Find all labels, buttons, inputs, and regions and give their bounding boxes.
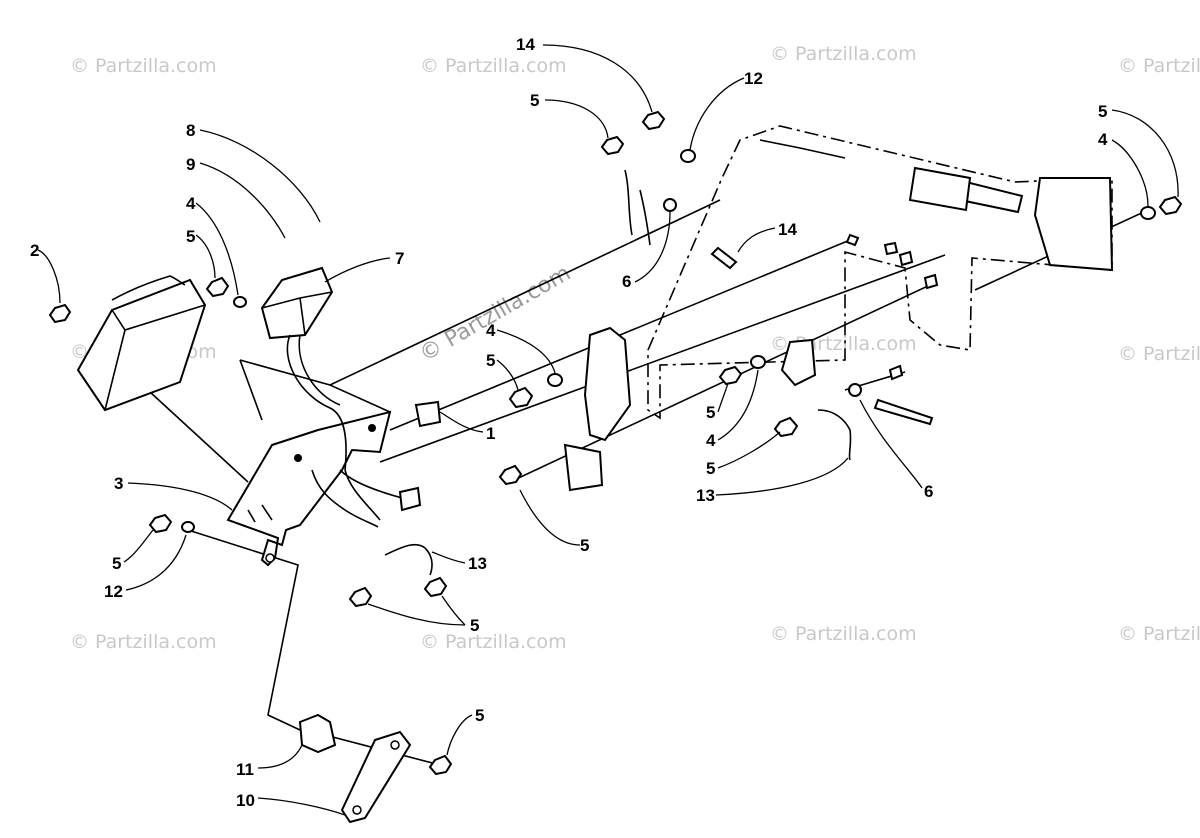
washer	[233, 296, 247, 308]
nut	[773, 416, 799, 438]
callout-4: 4	[486, 321, 496, 340]
watermark: © Partzilla.com	[770, 623, 917, 645]
bottom-components	[298, 713, 412, 824]
callout-13: 13	[468, 554, 487, 573]
nut	[205, 276, 230, 298]
nut	[641, 110, 666, 131]
watermark: © Partzilla.com	[70, 631, 217, 653]
wire-harness	[311, 469, 433, 576]
watermark: © Partzilla.com	[1118, 55, 1200, 77]
nut	[508, 386, 534, 409]
callout-14: 14	[516, 35, 535, 54]
stud	[888, 364, 904, 381]
washer	[181, 521, 195, 533]
callout-5: 5	[706, 459, 715, 478]
callout-10: 10	[236, 791, 255, 810]
callout-6: 6	[924, 482, 933, 501]
watermark: © Partzilla.com	[1118, 343, 1200, 365]
callout-1: 1	[486, 424, 495, 443]
bolt-hole	[390, 740, 400, 750]
nut	[48, 303, 72, 324]
callout-4: 4	[706, 431, 716, 450]
callout-9: 9	[186, 155, 195, 174]
bolt-hole	[368, 424, 376, 432]
watermark: © Partzilla.com	[70, 55, 217, 77]
callout-5: 5	[580, 536, 589, 555]
nut	[348, 586, 373, 608]
callout-6: 6	[622, 272, 631, 291]
callout-11: 11	[236, 760, 254, 779]
callout-labels: 14 12 5 14 6 5 4 8 9 4 5 7 2 4 5 1 5 4 5…	[30, 35, 1108, 810]
bolt	[710, 246, 738, 270]
cdi-module	[76, 275, 207, 412]
callout-3: 3	[114, 474, 123, 493]
washer	[547, 373, 563, 387]
callout-5: 5	[530, 91, 539, 110]
stud	[923, 273, 939, 290]
stud	[845, 233, 860, 247]
callout-13: 13	[696, 486, 715, 505]
nut	[1158, 195, 1183, 216]
nut	[428, 754, 453, 776]
nut	[498, 464, 523, 486]
washer	[1140, 206, 1156, 220]
callout-5: 5	[186, 227, 195, 246]
star-washer	[848, 383, 862, 397]
voltage-regulator	[260, 266, 411, 521]
stud	[883, 241, 899, 256]
fasteners	[48, 110, 1183, 776]
washer	[680, 149, 696, 163]
star-washer	[663, 198, 677, 212]
watermark: © Partzilla.com	[1118, 623, 1200, 645]
callout-5: 5	[1098, 102, 1107, 121]
watermark: © Partzilla.com	[770, 43, 917, 65]
callout-5: 5	[112, 554, 121, 573]
callout-4: 4	[1098, 130, 1108, 149]
callout-14: 14	[778, 220, 797, 239]
callout-2: 2	[30, 241, 39, 260]
stud	[898, 250, 914, 267]
callout-8: 8	[186, 121, 195, 140]
callout-5: 5	[475, 706, 484, 725]
callout-5: 5	[486, 351, 495, 370]
callout-7: 7	[395, 249, 404, 268]
watermarks: © Partzilla.com © Partzilla.com © Partzi…	[70, 43, 1200, 653]
callout-12: 12	[104, 582, 123, 601]
nut	[148, 513, 173, 534]
nut	[600, 135, 625, 156]
leader-lines	[37, 44, 1179, 816]
callout-12: 12	[744, 69, 763, 88]
washer	[750, 355, 766, 369]
bolt-hole	[352, 805, 362, 815]
bolt-hole	[294, 454, 302, 462]
nut	[423, 576, 448, 598]
watermark: © Partzilla.com	[420, 631, 567, 653]
callout-5: 5	[470, 616, 479, 635]
mid-components	[414, 169, 934, 492]
callout-5: 5	[706, 403, 715, 422]
bolt-hole	[265, 553, 275, 563]
watermark: © Partzilla.com	[420, 55, 567, 77]
mounting-frame	[647, 125, 1114, 420]
callout-4: 4	[186, 194, 196, 213]
main-bracket	[226, 359, 392, 567]
nut	[718, 365, 743, 386]
